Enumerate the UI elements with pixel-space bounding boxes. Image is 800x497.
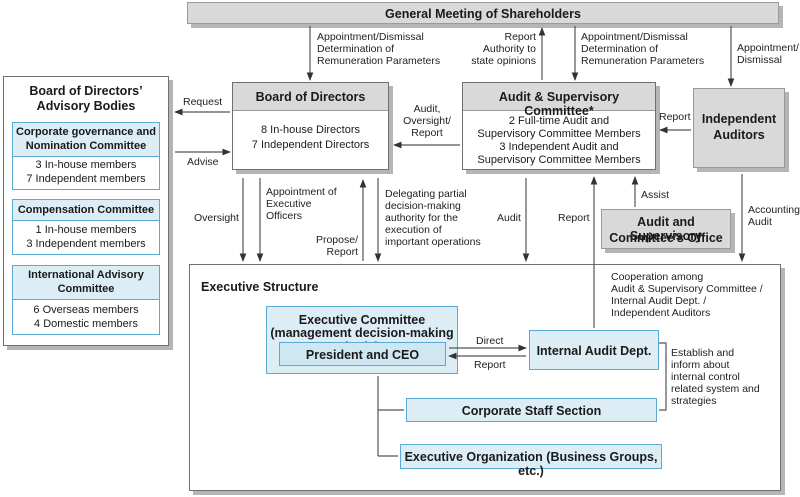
audit-committee-title: Audit & Supervisory Committee*	[498, 90, 620, 118]
label-audit: Audit	[497, 212, 521, 224]
board-line-1: 8 In-house Directors	[260, 124, 361, 136]
label-appt-rem-left-2: Determination of	[317, 43, 395, 55]
label-delegating-1: Delegating partial	[385, 188, 467, 200]
shareholders-title: General Meeting of Shareholders	[385, 7, 581, 21]
audit-committee-line-2: Supervisory Committee Members	[477, 128, 641, 140]
label-request: Request	[183, 96, 223, 108]
label-cooperation-4: Independent Auditors	[611, 307, 711, 319]
label-accounting-2: Audit	[748, 216, 772, 228]
label-advise: Advise	[187, 156, 219, 168]
executive-committee-title: Executive Committee	[298, 313, 426, 327]
advisory-bodies-title-2: Advisory Bodies	[36, 99, 136, 113]
label-delegating-2: decision-making	[385, 200, 461, 212]
compensation-committee-title: Compensation Committee	[17, 204, 155, 216]
compensation-committee-line-2: 3 Independent members	[26, 238, 146, 250]
label-delegating-4: execution of	[385, 224, 442, 236]
label-cooperation-3: Internal Audit Dept. /	[611, 295, 707, 307]
label-appt-exec-3: Officers	[266, 210, 302, 222]
label-audit-oversight-3: Report	[411, 127, 443, 139]
label-audit-oversight-1: Audit,	[413, 103, 441, 115]
nomination-committee-title-2: Nomination Committee	[25, 140, 147, 152]
label-assist: Assist	[641, 189, 670, 201]
label-establish-5: strategies	[671, 395, 717, 407]
label-direct: Direct	[476, 335, 504, 347]
label-report-authority-3: state opinions	[471, 55, 536, 67]
corporate-staff-box: Corporate Staff Section	[406, 398, 657, 422]
office-line-2: Committee’s Office	[609, 231, 723, 245]
label-delegating-5: important operations	[385, 236, 481, 248]
international-committee-box: International Advisory Committee 6 Overs…	[12, 265, 160, 335]
label-establish-3: internal control	[671, 371, 740, 383]
label-cooperation-2: Audit & Supervisory Committee /	[611, 283, 763, 295]
audit-committee-box: Audit & Supervisory Committee* 2 Full-ti…	[462, 82, 656, 170]
audit-committee-line-1: 2 Full-time Audit and	[508, 115, 610, 127]
nomination-committee-line-2: 7 Independent members	[26, 173, 146, 185]
label-cooperation-1: Cooperation among	[611, 271, 704, 283]
office-line-1: Audit and Supervisory	[629, 215, 703, 243]
label-audit-oversight-2: Oversight/	[403, 115, 451, 127]
label-appt-dismissal-2: Dismissal	[737, 54, 782, 66]
label-appt-dismissal-1: Appointment/	[737, 42, 799, 54]
compensation-committee-line-1: 1 In-house members	[35, 224, 137, 236]
label-appt-rem-right-2: Determination of	[581, 43, 659, 55]
label-establish-1: Establish and	[671, 347, 735, 359]
president-ceo-label: President and CEO	[305, 348, 420, 362]
audit-committee-line-4: Supervisory Committee Members	[477, 154, 641, 166]
independent-auditors-box: Independent Auditors	[693, 88, 785, 168]
executive-organization-box: Executive Organization (Business Groups,…	[400, 444, 662, 478]
label-appt-rem-right-3: Remuneration Parameters	[581, 55, 705, 67]
international-committee-line-1: 6 Overseas members	[33, 304, 139, 316]
auditors-line-1: Independent	[701, 112, 777, 126]
internal-audit-box: Internal Audit Dept.	[529, 330, 659, 370]
internal-audit-label: Internal Audit Dept.	[536, 344, 652, 358]
label-establish-4: related system and	[671, 383, 760, 395]
label-report-authority-2: Authority to	[482, 43, 536, 55]
label-delegating-3: authority for the	[385, 212, 458, 224]
nomination-committee-box: Corporate governance and Nomination Comm…	[12, 122, 160, 190]
label-appt-rem-left-3: Remuneration Parameters	[317, 55, 441, 67]
label-appt-rem-right-1: Appointment/Dismissal	[581, 31, 688, 43]
compensation-committee-box: Compensation Committee 1 In-house member…	[12, 199, 160, 255]
label-establish-2: inform about	[671, 359, 730, 371]
shareholders-box: General Meeting of Shareholders	[187, 2, 779, 24]
label-report-internal-audit: Report	[474, 359, 506, 371]
label-report-exec: Report	[558, 212, 590, 224]
executive-organization-label: Executive Organization (Business Groups,…	[404, 450, 658, 478]
nomination-committee-line-1: 3 In-house members	[35, 159, 137, 171]
president-ceo-box: President and CEO	[279, 342, 446, 366]
advisory-bodies-title-1: Board of Directors’	[29, 84, 143, 98]
board-line-2: 7 Independent Directors	[251, 139, 370, 151]
auditors-line-2: Auditors	[713, 128, 765, 142]
label-appt-exec-2: Executive	[266, 198, 312, 210]
label-oversight: Oversight	[194, 212, 239, 224]
label-appt-exec-1: Appointment of	[266, 186, 337, 198]
international-committee-title-2: Committee	[57, 283, 115, 295]
committee-office-box: Audit and Supervisory Committee’s Office	[601, 209, 731, 249]
international-committee-title-1: International Advisory	[28, 269, 144, 281]
audit-committee-line-3: 3 Independent Audit and	[499, 141, 619, 153]
board-title: Board of Directors	[255, 90, 366, 104]
board-of-directors-box: Board of Directors 8 In-house Directors …	[232, 82, 389, 170]
label-report-auditors: Report	[659, 111, 691, 123]
nomination-committee-title-1: Corporate governance and	[16, 126, 156, 138]
executive-structure-title: Executive Structure	[201, 280, 319, 294]
label-propose-1: Propose/	[315, 234, 358, 246]
corporate-staff-label: Corporate Staff Section	[461, 404, 602, 418]
label-appt-rem-left-1: Appointment/Dismissal	[317, 31, 424, 43]
label-report-authority-1: Report	[504, 31, 536, 43]
international-committee-line-2: 4 Domestic members	[34, 318, 138, 330]
label-accounting-1: Accounting	[748, 204, 800, 216]
label-propose-2: Report	[326, 246, 358, 258]
